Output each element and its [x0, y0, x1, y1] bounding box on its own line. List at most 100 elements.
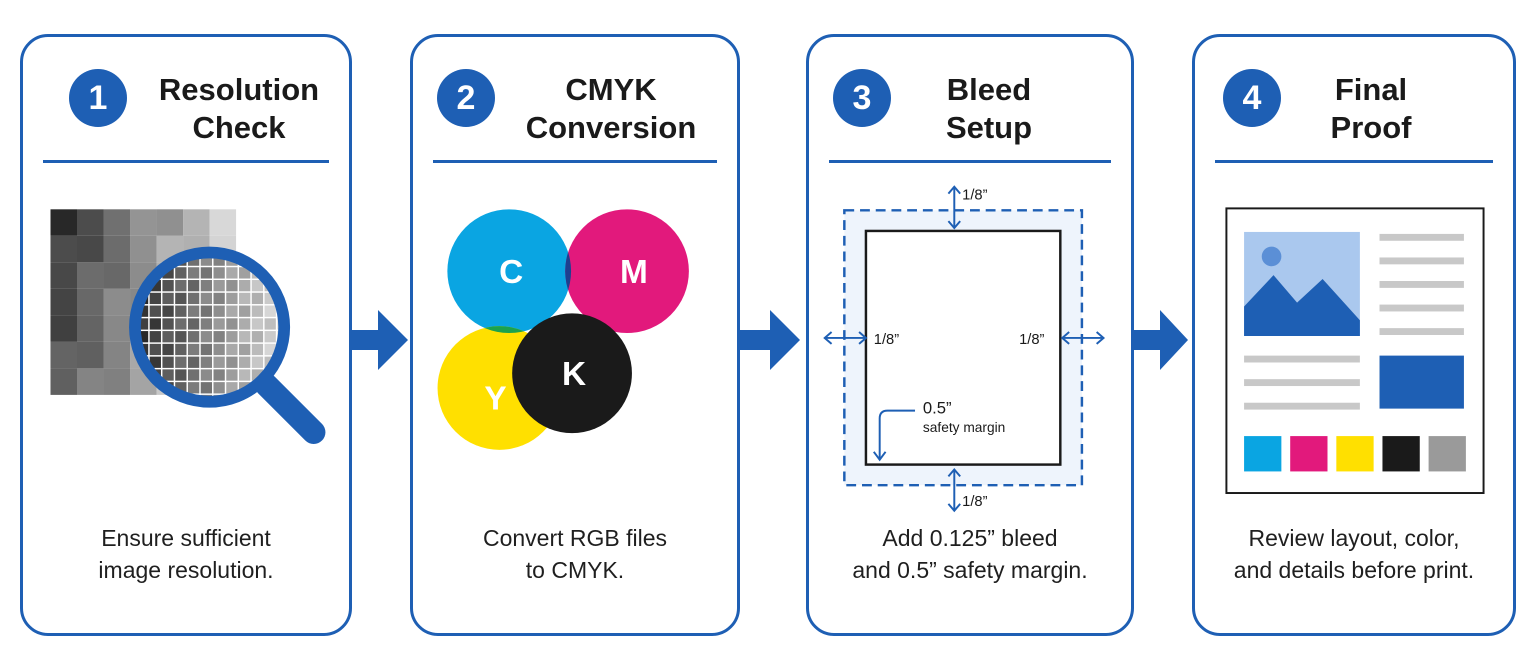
fine-pixel-cell [149, 318, 161, 330]
card-header: 3 Bleed Setup [829, 37, 1111, 163]
pixel-cell [50, 315, 78, 342]
fine-pixel-cell [187, 280, 200, 292]
fine-pixel-cell [187, 356, 200, 368]
fine-pixel-cell [251, 331, 264, 343]
fine-pixel-cell [149, 305, 161, 317]
safety-margin-label: safety margin [923, 420, 1005, 435]
fine-pixel-cell [162, 292, 174, 305]
fine-pixel-cell [162, 267, 174, 279]
magenta-label: M [620, 254, 648, 291]
cyan-label: C [499, 254, 523, 291]
fine-pixel-cell [162, 318, 174, 330]
step-card-cmyk: 2 CMYK Conversion C M Y K Convert RGB fi… [410, 34, 740, 636]
fine-pixel-cell [138, 305, 149, 317]
fine-pixel-cell [251, 343, 264, 356]
fine-pixel-cell [226, 356, 238, 368]
fine-pixel-cell [162, 280, 174, 292]
fine-pixel-cell [200, 356, 213, 368]
fine-pixel-cell [264, 292, 276, 305]
pixel-cell [130, 235, 157, 263]
fine-pixel-cell [162, 343, 174, 356]
fine-pixel-cell [226, 369, 238, 381]
fine-pixel-cell [200, 267, 213, 279]
fine-pixel-cell [187, 292, 200, 305]
fine-pixel-cell [175, 343, 187, 356]
fine-pixel-cell [251, 280, 264, 292]
fine-pixel-cell [277, 267, 281, 279]
step-card-proof: 4 Final Proof Review layout, color, and … [1192, 34, 1516, 636]
safety-value-label: 0.5” [923, 399, 952, 418]
fine-pixel-cell [239, 280, 251, 292]
fine-pixel-cell [239, 305, 251, 317]
fine-pixel-cell [226, 318, 238, 330]
fine-pixel-cell [187, 305, 200, 317]
bleed-top-label: 1/8” [962, 188, 987, 204]
fine-pixel-cell [200, 292, 213, 305]
fine-pixel-cell [251, 305, 264, 317]
fine-pixel-cell [213, 256, 225, 266]
fine-pixel-cell [213, 343, 225, 356]
fine-pixel-cell [200, 331, 213, 343]
bleed-bottom-label: 1/8” [962, 494, 987, 510]
pixel-cell [103, 341, 131, 369]
fine-pixel-cell [187, 369, 200, 381]
fine-pixel-cell [162, 356, 174, 368]
pixel-cell [103, 315, 131, 342]
fine-pixel-cell [239, 369, 251, 381]
fine-pixel-cell [187, 382, 200, 394]
step-title: Bleed Setup [945, 72, 1033, 145]
fine-pixel-cell [213, 305, 225, 317]
pixel-cell [77, 341, 104, 369]
card-header: 4 Final Proof [1215, 37, 1493, 163]
pixel-cell [103, 262, 131, 289]
pixel-cell [77, 235, 104, 263]
fine-pixel-cell [213, 382, 225, 394]
pixel-cell [50, 368, 78, 395]
fine-pixel-cell [175, 356, 187, 368]
step-description: Review layout, color, and details before… [1233, 525, 1475, 583]
fine-pixel-cell [162, 305, 174, 317]
fine-pixel-cell [175, 280, 187, 292]
fine-pixel-cell [251, 369, 264, 381]
fine-pixel-cell [149, 280, 161, 292]
fine-pixel-cell [277, 369, 281, 381]
fine-pixel-cell [200, 369, 213, 381]
fine-pixel-cell [213, 369, 225, 381]
pixel-cell [50, 209, 78, 236]
fine-pixel-cell [200, 343, 213, 356]
fine-pixel-cell [138, 394, 149, 398]
fine-pixel-cell [239, 356, 251, 368]
step-description: Ensure sufficient image resolution. [98, 525, 274, 583]
fine-pixel-cell [149, 331, 161, 343]
yellow-swatch [1336, 436, 1374, 472]
pixel-cell [156, 209, 184, 236]
fine-pixel-cell [251, 318, 264, 330]
fine-pixel-cell [251, 292, 264, 305]
fine-pixel-cell [200, 318, 213, 330]
fine-pixel-cell [213, 280, 225, 292]
fine-pixel-cell [213, 267, 225, 279]
cyan-swatch [1244, 436, 1282, 472]
fine-pixel-cell [226, 267, 238, 279]
black-swatch [1382, 436, 1420, 472]
fine-pixel-cell [264, 318, 276, 330]
fine-pixel-cell [175, 331, 187, 343]
step-number-badge: 2 [437, 69, 495, 127]
fine-pixel-cell [149, 292, 161, 305]
magnifier-icon [50, 209, 326, 444]
fine-pixel-cell [226, 343, 238, 356]
pixel-cell [103, 368, 131, 395]
fine-pixel-cell [149, 343, 161, 356]
pixel-cell [50, 262, 78, 289]
step-number-badge: 1 [69, 69, 127, 127]
fine-pixel-cell [175, 267, 187, 279]
fine-pixel-cell [226, 382, 238, 394]
fine-pixel-cell [200, 256, 213, 266]
pixel-cell [50, 288, 78, 316]
card-header: 2 CMYK Conversion [433, 37, 717, 163]
fine-pixel-cell [239, 318, 251, 330]
pixel-cell [130, 209, 157, 236]
fine-pixel-cell [264, 343, 276, 356]
fine-pixel-cell [226, 292, 238, 305]
fine-pixel-cell [239, 331, 251, 343]
